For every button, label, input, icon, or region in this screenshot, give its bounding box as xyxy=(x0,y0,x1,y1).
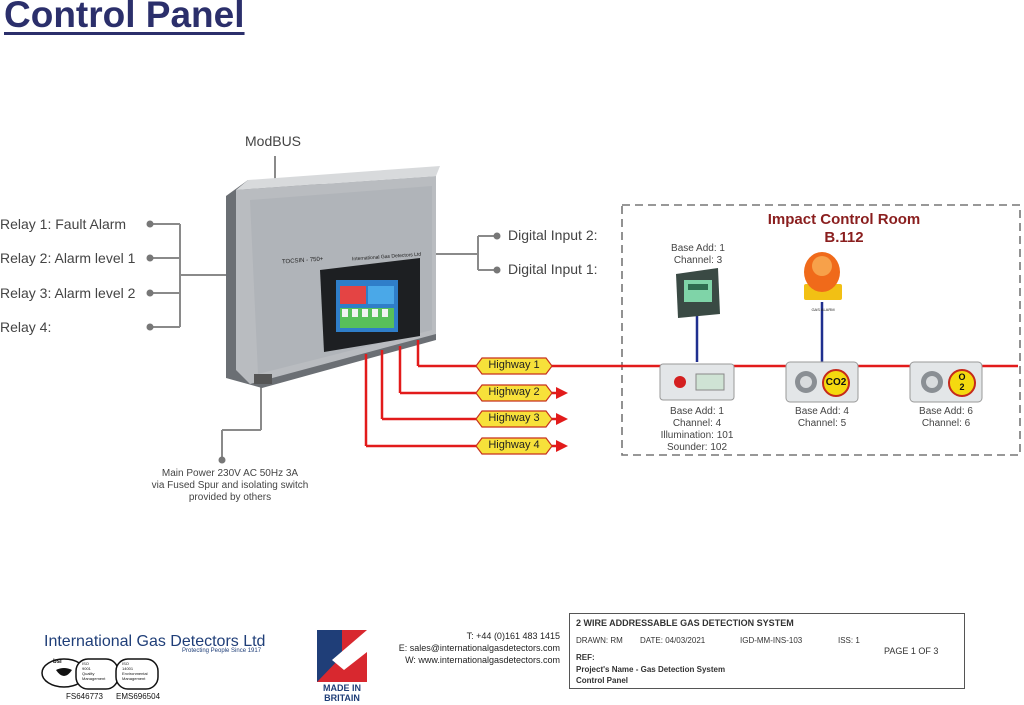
device-links xyxy=(695,302,824,362)
tb-system-title: 2 WIRE ADDRESSABLE GAS DETECTION SYSTEM xyxy=(576,618,794,628)
highway-3-label: Highway 3 xyxy=(488,412,540,424)
company-name: International Gas Detectors Ltd xyxy=(44,633,266,650)
room-code: B.112 xyxy=(824,229,864,246)
relay-3-label: Relay 3: Alarm level 2 xyxy=(0,285,136,301)
power-note-line-3: provided by others xyxy=(188,492,272,503)
digital-input-2-label: Digital Input 2: xyxy=(508,227,598,243)
tb-subtitle: Control Panel xyxy=(576,676,629,685)
iso-14001-badge: ISO 14001 Environmental Management xyxy=(122,661,148,681)
display-base-add: Base Add: 1 xyxy=(671,243,725,254)
modbus-label: ModBUS xyxy=(245,133,302,149)
relay-2-label: Relay 2: Alarm level 1 xyxy=(0,250,136,266)
cert-code-1: FS646773 xyxy=(66,692,103,701)
cert-code-2: EMS696504 xyxy=(116,692,161,701)
iso-9001-line-2: 9001 xyxy=(82,666,91,671)
relay-4-label: Relay 4: xyxy=(0,319,52,335)
power-note-line-1: Main Power 230V AC 50Hz 3A xyxy=(161,468,299,479)
call-point-base-add: Base Add: 1 xyxy=(670,406,724,417)
iso-14001-line-3: Environmental xyxy=(122,671,148,676)
bsi-logo-text: bsi xyxy=(53,659,62,665)
room-title: Impact Control Room B.112 xyxy=(744,211,944,247)
contact-phone: T: +44 (0)161 483 1415 xyxy=(466,631,560,641)
tb-issue: ISS: 1 xyxy=(838,636,860,645)
company-tagline: Protecting People Since 1917 xyxy=(182,648,262,654)
co2-base-add: Base Add: 4 xyxy=(795,406,849,417)
o2-badge: O 2 xyxy=(949,372,975,392)
call-point-sounder: Sounder: 102 xyxy=(666,442,728,453)
relay-wiring xyxy=(150,223,232,328)
co2-detector-labels: Base Add: 4 Channel: 5 xyxy=(782,406,862,430)
beacon-label: GAS ALARM xyxy=(811,307,835,312)
made-in-line-1: MADE IN xyxy=(323,683,361,693)
tb-drawn-by: DRAWN: RM xyxy=(576,636,623,645)
certification-badges xyxy=(41,658,159,690)
made-in-line-2: BRITAIN xyxy=(324,693,360,703)
iso-9001-line-4: Management xyxy=(82,676,106,681)
page-title: Control Panel xyxy=(4,0,245,35)
tb-ref-label: REF: xyxy=(576,653,595,662)
power-wiring xyxy=(221,380,262,460)
display-channel: Channel: 3 xyxy=(673,255,723,266)
room-boundary xyxy=(621,204,1021,456)
highway-4-label: Highway 4 xyxy=(488,439,540,451)
contact-website[interactable]: W: www.internationalgasdetectors.com xyxy=(405,655,560,665)
relay-1-label: Relay 1: Fault Alarm xyxy=(0,216,127,232)
digital-input-wiring xyxy=(432,235,497,271)
control-panel-enclosure xyxy=(226,166,440,388)
tb-date: DATE: 04/03/2021 xyxy=(640,636,706,645)
highway-1-label: Highway 1 xyxy=(488,359,540,371)
made-in-britain-flag xyxy=(317,630,367,682)
digital-input-1-label: Digital Input 1: xyxy=(508,261,598,277)
tb-drawing-code: IGD-MM-INS-103 xyxy=(740,636,803,645)
tb-project-name: Project's Name - Gas Detection System xyxy=(576,665,726,674)
o2-base-add: Base Add: 6 xyxy=(919,406,973,417)
highway-tags xyxy=(475,357,553,455)
iso-9001-line-3: Quality xyxy=(82,671,95,676)
call-point-illumination: Illumination: 101 xyxy=(660,430,734,441)
co2-channel: Channel: 5 xyxy=(797,418,847,429)
contact-email[interactable]: E: sales@internationalgasdetectors.com xyxy=(398,643,560,653)
o2-channel: Channel: 6 xyxy=(921,418,971,429)
made-in-britain-text: MADE IN BRITAIN xyxy=(310,683,374,703)
room-name: Impact Control Room xyxy=(767,211,921,228)
tb-page: PAGE 1 OF 3 xyxy=(884,646,939,656)
co2-detector-device xyxy=(785,361,859,403)
iso-14001-line-2: 14001 xyxy=(122,666,134,671)
o2-badge-line-1: O xyxy=(958,372,966,382)
o2-detector-labels: Base Add: 6 Channel: 6 xyxy=(906,406,986,430)
highway-2-label: Highway 2 xyxy=(488,386,540,398)
iso-9001-badge: ISO 9001 Quality Management xyxy=(82,661,105,681)
call-point-device xyxy=(659,363,735,401)
beacon-device xyxy=(804,252,842,300)
iso-14001-line-4: Management xyxy=(122,676,146,681)
drawing-title-block xyxy=(569,613,965,689)
power-note-line-2: via Fused Spur and isolating switch xyxy=(151,480,309,491)
iso-9001-line-1: ISO xyxy=(82,661,89,666)
display-device xyxy=(676,268,720,318)
relay-terminals xyxy=(146,220,154,331)
display-device-labels: Base Add: 1 Channel: 3 xyxy=(660,243,736,267)
o2-badge-line-2: 2 xyxy=(959,382,965,392)
call-point-labels: Base Add: 1 Channel: 4 Illumination: 101… xyxy=(652,406,742,454)
o2-detector-device xyxy=(909,361,983,403)
highway-arrows xyxy=(556,387,568,452)
power-note: Main Power 230V AC 50Hz 3A via Fused Spu… xyxy=(140,468,320,504)
iso-14001-line-1: ISO xyxy=(122,661,129,666)
co2-badge: CO2 xyxy=(825,377,847,388)
call-point-channel: Channel: 4 xyxy=(672,418,722,429)
